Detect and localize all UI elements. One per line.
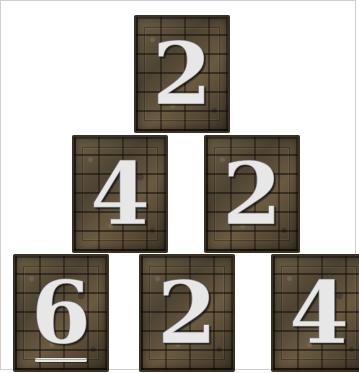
- tile-number: 2: [136, 25, 228, 125]
- tile-number: 4: [74, 145, 166, 245]
- pyramid-tile-bottom-left[interactable]: 6: [13, 254, 109, 372]
- tile-number: 4: [273, 264, 359, 364]
- pyramid-tile-middle-left[interactable]: 4: [72, 135, 168, 253]
- pyramid-tile-middle-right[interactable]: 2: [204, 135, 300, 253]
- pyramid-tile-bottom-right[interactable]: 4: [271, 254, 359, 372]
- tile-number: 2: [141, 264, 233, 364]
- pyramid-tile-bottom-middle[interactable]: 2: [139, 254, 235, 372]
- pyramid-tile-top[interactable]: 2: [134, 15, 230, 133]
- tile-number: 2: [206, 145, 298, 245]
- tile-number: 6: [15, 264, 107, 364]
- tile-underline: [35, 358, 87, 362]
